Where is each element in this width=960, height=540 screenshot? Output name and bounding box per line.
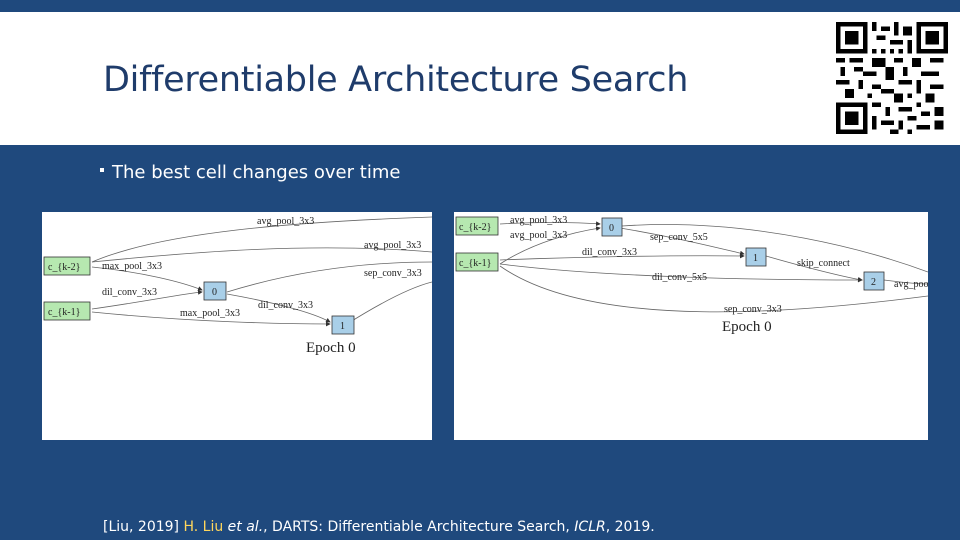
edge-avg-c [883, 279, 928, 285]
edge-avg-right [91, 247, 432, 263]
input-node-label: c_{k-1} [48, 307, 80, 318]
edge-label: dil_conv_3x3 [102, 287, 157, 298]
edge-avg-b [499, 226, 601, 265]
edge-sep5-b [499, 263, 863, 283]
citation-prefix: [Liu, 2019] [103, 519, 184, 535]
edge-dil-a [91, 290, 203, 310]
citation-venue: ICLR [574, 519, 606, 535]
edge-max-b [91, 311, 331, 327]
edge-sep3 [499, 265, 928, 313]
inter-node: 0 [601, 217, 623, 237]
edge-sep [226, 261, 432, 293]
inter-node-label: 1 [753, 253, 758, 264]
inter-node: 1 [745, 247, 767, 267]
inter-node-label: 0 [609, 223, 614, 234]
edge-dil-b [226, 293, 331, 323]
bullet-text: The best cell changes over time [112, 162, 401, 183]
citation-etal: et al. [223, 519, 264, 535]
citation-title: , DARTS: Differentiable Architecture Sea… [263, 519, 575, 535]
edge-skip [765, 255, 863, 282]
citation-year: , 2019. [605, 519, 655, 535]
edge-out [346, 281, 432, 325]
edge-label: sep_conv_3x3 [364, 268, 422, 279]
slide-title: Differentiable Architecture Search [103, 60, 689, 100]
inter-node: 1 [331, 315, 355, 335]
edge-label: sep_conv_5x5 [650, 232, 708, 243]
edge-avg-a [499, 221, 601, 227]
edge-sep5-a [619, 227, 745, 256]
inter-node-label: 1 [340, 321, 345, 332]
figure-left: avg_pool_3x3 avg_pool_3x3 max_pool_3x3 s… [42, 212, 432, 440]
edge-top-out [621, 224, 928, 273]
edge-dil [499, 253, 745, 261]
edge-label: max_pool_3x3 [180, 308, 240, 319]
inter-node-label: 2 [871, 277, 876, 288]
edge-label: avg_pool_3x3 [257, 216, 314, 227]
edge-label: avg_pool_3x3 [364, 240, 421, 251]
edge-avg-top [91, 216, 432, 263]
input-node: c_{k-2} [43, 256, 91, 276]
input-node: c_{k-1} [43, 301, 91, 321]
bullet-point: The best cell changes over time [100, 162, 400, 183]
figure-caption: Epoch 0 [306, 340, 356, 356]
edge-label: dil_conv_3x3 [582, 247, 637, 258]
inter-node: 2 [863, 271, 885, 291]
edge-label: max_pool_3x3 [102, 261, 162, 272]
input-node: c_{k-1} [455, 252, 499, 272]
top-bar [0, 0, 960, 12]
edge-label: dil_conv_5x5 [652, 272, 707, 283]
input-node-label: c_{k-1} [459, 258, 491, 269]
citation: [Liu, 2019] H. Liu et al., DARTS: Differ… [103, 519, 655, 535]
figure-right: avg_pool_3x3 avg_pool_3x3 sep_conv_5x5 d… [454, 212, 928, 440]
title-area [0, 12, 960, 145]
edge-max-a [91, 266, 203, 291]
input-node: c_{k-2} [455, 216, 499, 236]
edge-label: avg_pool_3x3 [510, 230, 567, 241]
citation-author: H. Liu [183, 519, 224, 535]
edge-label: sep_conv_3x3 [724, 304, 782, 315]
figure-caption: Epoch 0 [722, 319, 772, 335]
edge-label: dil_conv_3x3 [258, 300, 313, 311]
edge-label: avg_poo [894, 279, 928, 290]
input-node-label: c_{k-2} [459, 222, 491, 233]
bullet-icon [100, 168, 104, 172]
edge-label: skip_connect [797, 258, 850, 269]
inter-node: 0 [203, 281, 227, 301]
input-node-label: c_{k-2} [48, 262, 80, 273]
edge-label: avg_pool_3x3 [510, 215, 567, 226]
inter-node-label: 0 [212, 287, 217, 298]
qr-code-icon [836, 22, 948, 134]
